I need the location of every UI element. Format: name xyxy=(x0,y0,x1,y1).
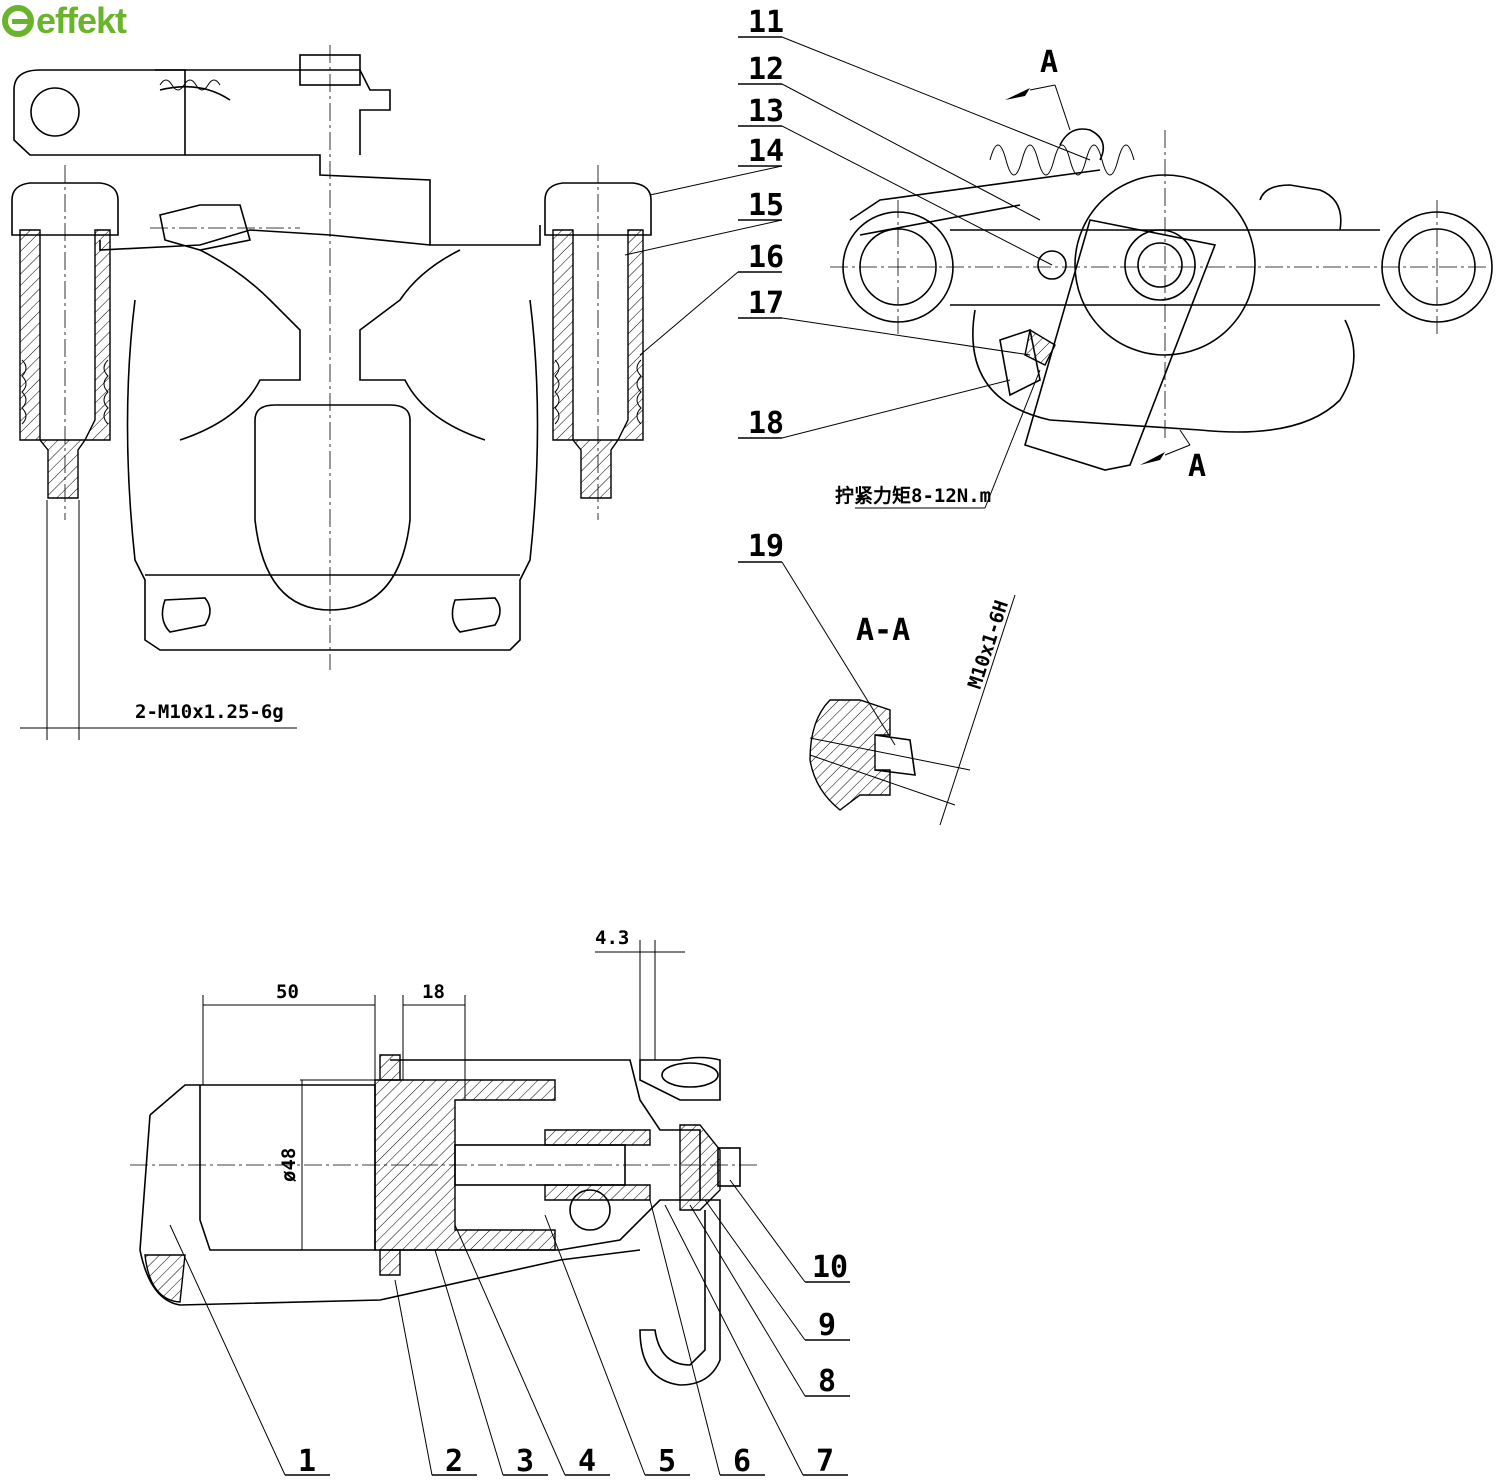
logo-text: effekt xyxy=(36,0,127,41)
dimension-18: 18 xyxy=(422,981,445,1003)
effekt-logo: effekt xyxy=(2,0,127,42)
section-mark-bottom: A xyxy=(1188,449,1206,484)
callout-2: 2 xyxy=(445,1444,463,1479)
section-mark-top: A xyxy=(1040,45,1058,80)
callout-7: 7 xyxy=(816,1444,834,1479)
torque-note: 拧紧力矩8-12N.m xyxy=(835,484,991,507)
callout-3: 3 xyxy=(516,1444,534,1479)
section-aa xyxy=(738,561,1016,826)
dimension-4-3: 4.3 xyxy=(595,927,629,949)
callout-9: 9 xyxy=(818,1308,836,1343)
callout-14: 14 xyxy=(748,134,784,169)
callout-19: 19 xyxy=(748,529,784,564)
thread-section-label: M10x1-6H xyxy=(964,598,1013,692)
callout-6: 6 xyxy=(733,1444,751,1479)
callout-13: 13 xyxy=(748,94,784,129)
callout-5: 5 xyxy=(658,1444,676,1479)
callout-11: 11 xyxy=(748,5,784,40)
thread-bolts-label: 2-M10x1.25-6g xyxy=(135,701,284,723)
callout-12: 12 xyxy=(748,52,784,87)
callout-16: 16 xyxy=(748,240,784,275)
rear-view xyxy=(830,84,1493,509)
callout-8: 8 xyxy=(818,1364,836,1399)
dimension-dia-48: ø48 xyxy=(278,1148,300,1182)
logo-mark-icon xyxy=(2,5,34,37)
callout-10: 10 xyxy=(812,1250,848,1285)
callouts-top-right xyxy=(624,36,1091,439)
callout-17: 17 xyxy=(748,286,784,321)
callouts-bottom xyxy=(169,1179,850,1476)
front-view xyxy=(11,45,652,740)
callout-4: 4 xyxy=(578,1444,596,1479)
section-title-aa: A-A xyxy=(856,613,910,648)
callout-1: 1 xyxy=(298,1444,316,1479)
dimension-50: 50 xyxy=(276,981,299,1003)
callout-18: 18 xyxy=(748,406,784,441)
callout-15: 15 xyxy=(748,188,784,223)
side-section-view xyxy=(130,940,760,1386)
